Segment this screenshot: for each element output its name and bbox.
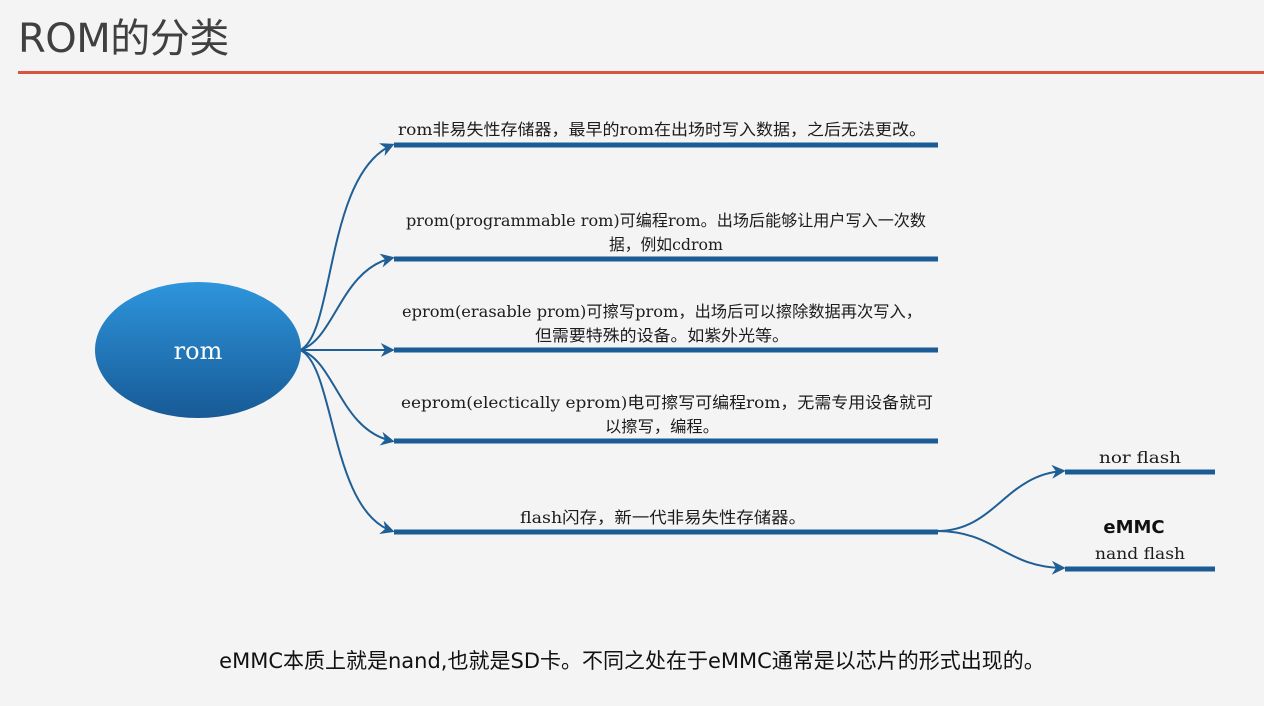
branch-5-text: flash闪存，新一代非易失性存储器。 — [520, 508, 806, 527]
emmc-label: eMMC — [1103, 517, 1164, 538]
nor-flash-label: nor flash — [1099, 448, 1181, 467]
rom-classification-diagram: rom rom非易失性存储器，最早的rom在出场时写入数据，之后无法更改。 pr… — [95, 120, 1215, 575]
branch-2-text-line-1: prom(programmable rom)可编程rom。出场后能够让用户写入一… — [406, 211, 926, 230]
slide-title: ROM的分类 — [18, 16, 229, 62]
branch-2-text-line-2: 据，例如cdrom — [609, 235, 723, 254]
branch-3-text-line-2: 但需要特殊的设备。如紫外光等。 — [535, 326, 789, 345]
root-node-label: rom — [174, 337, 223, 365]
branch-4-text-line-1: eeprom(electically eprom)电可擦写可编程rom，无需专用… — [401, 393, 933, 412]
footer-note: eMMC本质上就是nand,也就是SD卡。不同之处在于eMMC通常是以芯片的形式… — [219, 649, 1045, 673]
connector-branch-1 — [299, 143, 395, 351]
nand-flash-label: nand flash — [1095, 544, 1185, 563]
branch-1-text: rom非易失性存储器，最早的rom在出场时写入数据，之后无法更改。 — [398, 120, 926, 139]
branch-4-text-line-2: 以擦写，编程。 — [605, 417, 719, 436]
connector-branch-4 — [299, 349, 395, 446]
root-node — [95, 282, 301, 418]
connector-branch-2 — [299, 253, 395, 351]
connector-nor-flash — [936, 464, 1066, 532]
connector-branch-5 — [299, 349, 395, 535]
branch-3-text-line-1: eprom(erasable prom)可擦写prom，出场后可以擦除数据再次写… — [402, 302, 922, 321]
title-divider — [18, 71, 1264, 74]
connector-nand-flash — [936, 530, 1066, 575]
